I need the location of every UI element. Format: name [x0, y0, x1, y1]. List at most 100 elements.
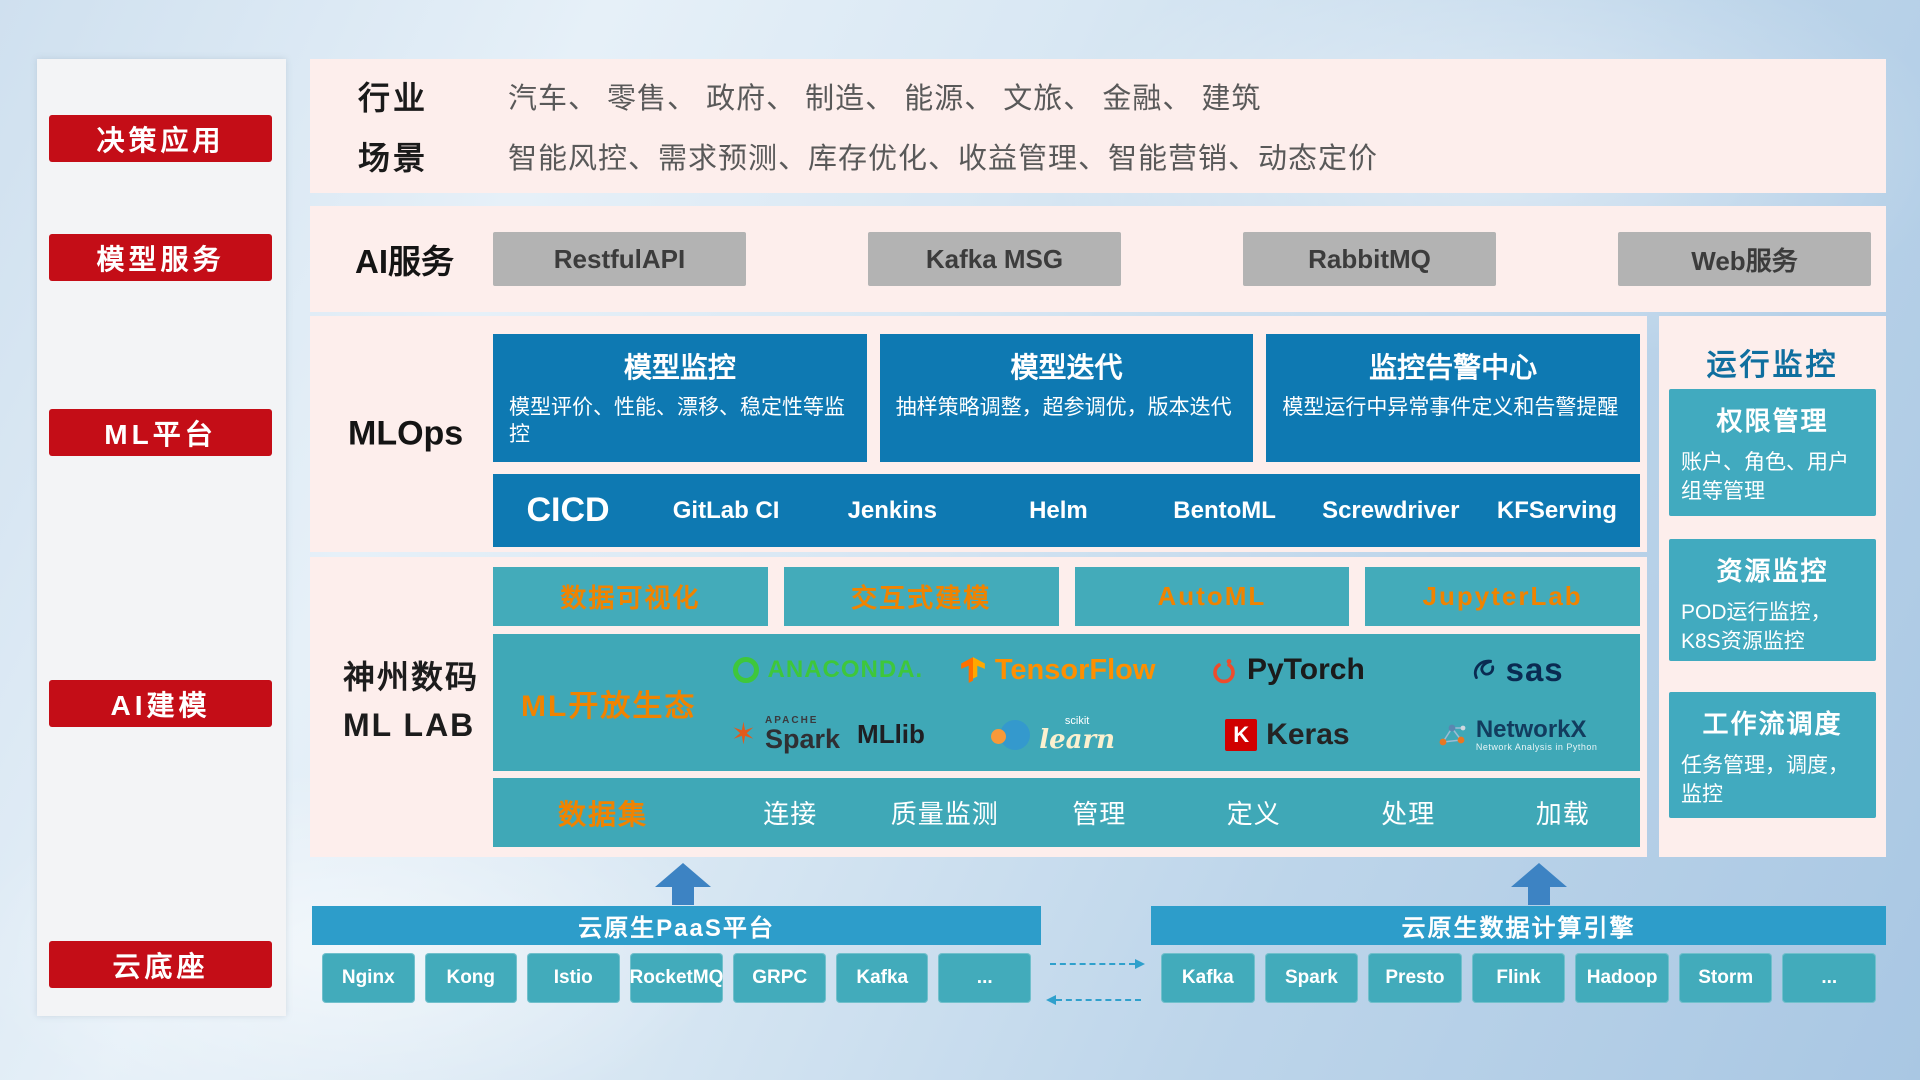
engine-chip-hadoop: Hadoop: [1575, 953, 1669, 1003]
up-arrow-paas: [655, 863, 711, 905]
networkx-logo: NetworkX Network Analysis in Python: [1402, 716, 1632, 752]
ecosystem-logo-grid: ANACONDA. TensorFlow: [713, 638, 1632, 767]
monitor-card-title: 资源监控: [1716, 556, 1829, 586]
ai-service-chip-web: Web服务: [1618, 232, 1871, 286]
up-arrow-engine: [1511, 863, 1567, 905]
mllab-feature-row: 数据可视化 交互式建模 AutoML JupyterLab: [493, 567, 1640, 626]
engine-chip-flink: Flink: [1471, 953, 1566, 1003]
mlops-label: MLOps: [348, 414, 464, 453]
data-engine-chip-row: Kafka Spark Presto Flink Hadoop Storm ..…: [1151, 945, 1886, 1003]
paas-chip-nginx: Nginx: [322, 953, 415, 1003]
monitor-card-desc: 账户、角色、用户组等管理: [1681, 451, 1849, 504]
networkx-label: NetworkX: [1475, 716, 1587, 744]
paas-chip-kong: Kong: [424, 953, 517, 1003]
sas-icon: [1473, 659, 1494, 680]
scikit-learn-wordmark: scikit learn: [1039, 715, 1116, 756]
tensorflow-label: TensorFlow: [994, 653, 1156, 686]
paas-panel: 云原生PaaS平台 Nginx Kong Istio RocketMQ GRPC…: [312, 906, 1041, 1003]
networkx-wordmark: NetworkX Network Analysis in Python: [1475, 716, 1598, 752]
ai-service-chip-kafka-msg: Kafka MSG: [868, 232, 1121, 286]
paas-chip-row: Nginx Kong Istio RocketMQ GRPC Kafka ...: [312, 945, 1041, 1003]
dashed-arrow-left: [1046, 995, 1141, 1005]
cicd-tool-gitlab-ci: GitLab CI: [672, 496, 780, 524]
scenario-row: 场景 智能风控、需求预测、库存优化、收益管理、智能营销、动态定价: [358, 133, 1886, 179]
monitor-card-desc: 任务管理，调度，监控: [1681, 754, 1849, 807]
engine-chip-spark: Spark: [1264, 953, 1359, 1003]
learn-label: learn: [1039, 725, 1116, 756]
feature-chip-automl: AutoML: [1074, 567, 1350, 626]
engine-chip-kafka: Kafka: [1161, 953, 1255, 1003]
monitor-card-workflow: 工作流调度 任务管理，调度，监控: [1669, 692, 1876, 818]
scenario-row-label: 场景: [358, 140, 429, 176]
paas-chip-istio: Istio: [527, 953, 620, 1003]
sidebar-item-decision-apps: 决策应用: [49, 115, 272, 162]
scikit-learn-logo: scikit learn: [943, 716, 1173, 753]
tensorflow-logo: TensorFlow: [943, 654, 1173, 687]
monitor-card-permissions: 权限管理 账户、角色、用户组等管理: [1669, 389, 1876, 516]
dataset-item-connect: 连接: [763, 799, 818, 829]
ai-service-label: AI服务: [355, 243, 454, 280]
ecosystem-logo-row: ✶ APACHE Spark MLlib scikit learn: [713, 703, 1632, 768]
mllab-label: 神州数码 ML LAB: [343, 653, 479, 749]
mlops-card-desc: 模型运行中异常事件定义和告警提醒: [1282, 396, 1619, 419]
mllab-panel: 神州数码 ML LAB 数据可视化 交互式建模 AutoML JupyterLa…: [310, 557, 1647, 857]
engine-chip-storm: Storm: [1678, 953, 1773, 1003]
scikit-label: scikit: [1064, 715, 1090, 728]
spark-mllib-logo: ✶ APACHE Spark MLlib: [713, 716, 943, 753]
mlops-card-alert-center: 监控告警中心 模型运行中异常事件定义和告警提醒: [1266, 334, 1641, 462]
mllab-label-line2: ML LAB: [343, 707, 476, 743]
spark-apache-label: APACHE: [764, 715, 819, 727]
engine-chip-more: ...: [1782, 953, 1877, 1003]
runtime-monitor-title: 运行监控: [1706, 349, 1839, 382]
mllab-label-line1: 神州数码: [343, 659, 480, 695]
runtime-monitor-panel: 运行监控 权限管理 账户、角色、用户组等管理 资源监控 POD运行监控，K8S资…: [1659, 316, 1886, 857]
arrow-head: [1511, 863, 1567, 887]
dataset-item-define: 定义: [1226, 799, 1281, 829]
dataset-item-process: 处理: [1381, 799, 1436, 829]
pytorch-label: PyTorch: [1246, 653, 1365, 687]
mllib-label: MLlib: [857, 719, 925, 750]
ai-service-chip-restfulapi: RestfulAPI: [493, 232, 746, 286]
engine-chip-presto: Presto: [1368, 953, 1462, 1003]
cicd-label: CICD: [526, 491, 610, 529]
spark-label: Spark: [764, 724, 841, 755]
arrow-stem: [1528, 887, 1550, 905]
industry-row-label: 行业: [358, 80, 429, 116]
dataset-item-load: 加载: [1535, 799, 1590, 829]
ai-service-chip-row: RestfulAPI Kafka MSG RabbitMQ Web服务: [493, 232, 1871, 286]
sidebar-item-cloud-base: 云底座: [49, 941, 272, 988]
paas-chip-more: ...: [938, 953, 1031, 1003]
mlops-card-desc: 模型评价、性能、漂移、稳定性等监控: [509, 396, 845, 447]
left-rail: 决策应用 模型服务 ML平台 AI建模 云底座: [37, 59, 286, 1016]
dataset-bar: 数据集 连接 质量监测 管理 定义 处理 加载: [493, 778, 1640, 847]
paas-chip-kafka: Kafka: [835, 953, 929, 1003]
mlops-card-desc: 抽样策略调整，超参调优，版本迭代: [895, 396, 1232, 419]
monitor-card-title: 权限管理: [1716, 406, 1829, 436]
ecosystem-logo-row: ANACONDA. TensorFlow: [713, 638, 1632, 703]
ml-ecosystem-label: ML开放生态: [521, 689, 697, 723]
spark-icon: ✶: [730, 717, 756, 751]
tensorflow-icon: [960, 657, 985, 684]
feature-chip-interactive: 交互式建模: [783, 567, 1059, 626]
scikit-learn-icon: [991, 719, 1031, 750]
mlops-card-row: 模型监控 模型评价、性能、漂移、稳定性等监控 模型迭代 抽样策略调整，超参调优，…: [493, 334, 1641, 462]
arrow-stem: [672, 887, 694, 905]
dataset-label: 数据集: [557, 798, 648, 830]
monitor-card-title: 工作流调度: [1702, 709, 1843, 739]
dataset-item-manage: 管理: [1072, 799, 1127, 829]
cicd-bar: CICD GitLab CI Jenkins Helm BentoML Scre…: [493, 474, 1640, 547]
paas-chip-rocketmq: RocketMQ: [629, 953, 724, 1003]
pytorch-icon: [1213, 659, 1235, 684]
feature-chip-jupyterlab: JupyterLab: [1365, 567, 1640, 626]
monitor-card-desc: POD运行监控，K8S资源监控: [1681, 601, 1832, 654]
cicd-tool-helm: Helm: [1029, 496, 1088, 524]
paas-title: 云原生PaaS平台: [312, 906, 1041, 945]
sidebar-item-model-service: 模型服务: [49, 234, 272, 281]
scenario-row-text: 智能风控、需求预测、库存优化、收益管理、智能营销、动态定价: [508, 143, 1379, 175]
anaconda-logo: ANACONDA.: [713, 656, 943, 684]
cicd-tool-bentoml: BentoML: [1173, 496, 1276, 524]
anaconda-label: ANACONDA.: [767, 656, 924, 684]
keras-label: Keras: [1266, 717, 1350, 751]
mlops-card-title: 模型监控: [623, 352, 736, 383]
